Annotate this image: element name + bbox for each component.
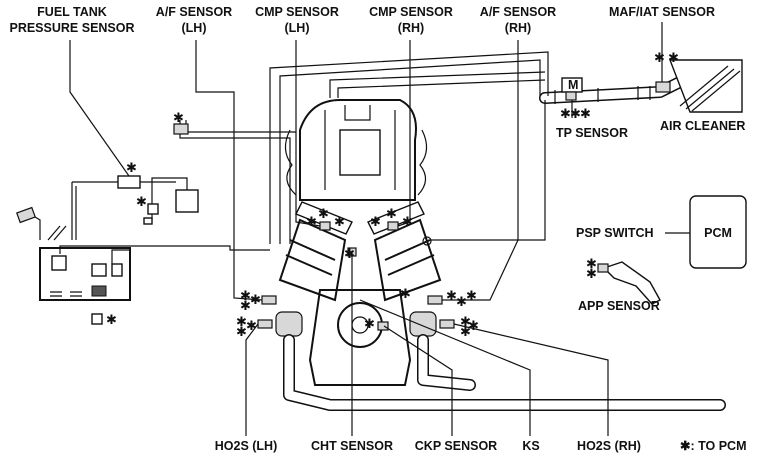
to-pcm-marker: ✱ [668, 51, 679, 66]
exhaust-pipes [283, 334, 726, 411]
to-pcm-marker: ✱ [344, 247, 355, 262]
maf-iat-sensor-body [655, 81, 671, 93]
to-pcm-marker: ✱ [400, 287, 411, 302]
to-pcm-marker: ✱ [306, 215, 317, 230]
cht-sensor-label: CHT SENSOR [311, 439, 393, 453]
to-pcm-marker: ✱ [136, 195, 147, 210]
to-pcm-marker: ✱ [240, 289, 251, 304]
throttle-body-marker: M [568, 78, 578, 92]
to-pcm-marker: ✱ [386, 207, 397, 222]
to-pcm-marker: ✱ [370, 215, 381, 230]
cmp-sensor-rh-label-1: CMP SENSOR [369, 5, 453, 19]
to-pcm-marker: ✱ [560, 107, 571, 122]
leader-lines [69, 22, 663, 436]
air-cleaner-body [668, 59, 743, 113]
fuel-tank [39, 247, 131, 301]
tp-sensor-label: TP SENSOR [556, 126, 628, 140]
pcm-area [597, 195, 747, 305]
to-pcm-marker: ✱ [570, 107, 581, 122]
to-pcm-marker: ✱ [586, 257, 597, 272]
to-pcm-marker: ✱ [460, 325, 471, 340]
ks-label: KS [522, 439, 539, 453]
to-pcm-marker: ✱ [236, 315, 247, 330]
to-pcm-marker: ✱ [106, 313, 117, 328]
app-sensor-body [602, 261, 661, 305]
to-pcm-marker: ✱ [318, 207, 329, 222]
to-pcm-marker: ✱ [250, 293, 261, 308]
app-sensor-label: APP SENSOR [578, 299, 660, 313]
cmp-sensor-rh-label-2: (RH) [398, 21, 424, 35]
to-pcm-marker: ✱ [456, 295, 467, 310]
intake-duct: M [269, 51, 743, 244]
to-pcm-marker: ✱ [654, 51, 665, 66]
intake-plenum [284, 99, 428, 201]
air-cleaner-label: AIR CLEANER [660, 119, 745, 133]
psp-switch-label: PSP SWITCH [576, 226, 654, 240]
cmp-sensor-lh-label-1: CMP SENSOR [255, 5, 339, 19]
af-sensor-lh-label-2: (LH) [182, 21, 207, 35]
tp-sensor-body [565, 91, 577, 101]
to-pcm-marker: ✱ [126, 161, 137, 176]
af-sensor-rh-label-1: A/F SENSOR [480, 5, 556, 19]
to-pcm-marker: ✱ [173, 111, 184, 126]
fuel-tank-pressure-sensor-label-1: FUEL TANK [37, 5, 107, 19]
evap-system [16, 120, 296, 325]
ho2s-rh-label: HO2S (RH) [577, 439, 641, 453]
maf-iat-sensor-label: MAF/IAT SENSOR [609, 5, 715, 19]
canister [175, 189, 199, 213]
cmp-sensor-lh-label-2: (LH) [285, 21, 310, 35]
fuel-tank-pressure-sensor-body [117, 175, 141, 189]
to-pcm-marker: ✱ [460, 315, 471, 330]
to-pcm-marker: ✱ [468, 319, 479, 334]
to-pcm-marker: ✱ [246, 319, 257, 334]
to-pcm-marker: ✱ [240, 299, 251, 314]
to-pcm-marker: ✱ [402, 215, 413, 230]
af-sensor-rh-label-2: (RH) [505, 21, 531, 35]
engine-block [275, 201, 442, 386]
ckp-sensor-label: CKP SENSOR [415, 439, 497, 453]
fuel-tank-pressure-sensor-label-2: PRESSURE SENSOR [9, 21, 134, 35]
purge-solenoid [173, 123, 189, 135]
to-pcm-markers: ✱ ✱ ✱ ✱ ✱ ✱ ✱ ✱ ✱ ✱ ✱ ✱ ✱ ✱ ✱ ✱ ✱ ✱ ✱ ✱ … [106, 51, 679, 340]
to-pcm-marker: ✱ [580, 107, 591, 122]
to-pcm-marker: ✱ [586, 267, 597, 282]
labels: FUEL TANK PRESSURE SENSOR A/F SENSOR (LH… [9, 5, 746, 453]
ho2s-lh-label: HO2S (LH) [215, 439, 278, 453]
to-pcm-marker: ✱ [236, 325, 247, 340]
pcm-label: PCM [704, 226, 732, 240]
legend-to-pcm: ✱: TO PCM [680, 439, 747, 453]
af-sensor-lh-label-1: A/F SENSOR [156, 5, 232, 19]
to-pcm-marker: ✱ [446, 289, 457, 304]
pcm-box [689, 195, 747, 269]
to-pcm-marker: ✱ [466, 289, 477, 304]
to-pcm-marker: ✱ [364, 317, 375, 332]
to-pcm-marker: ✱ [334, 215, 345, 230]
